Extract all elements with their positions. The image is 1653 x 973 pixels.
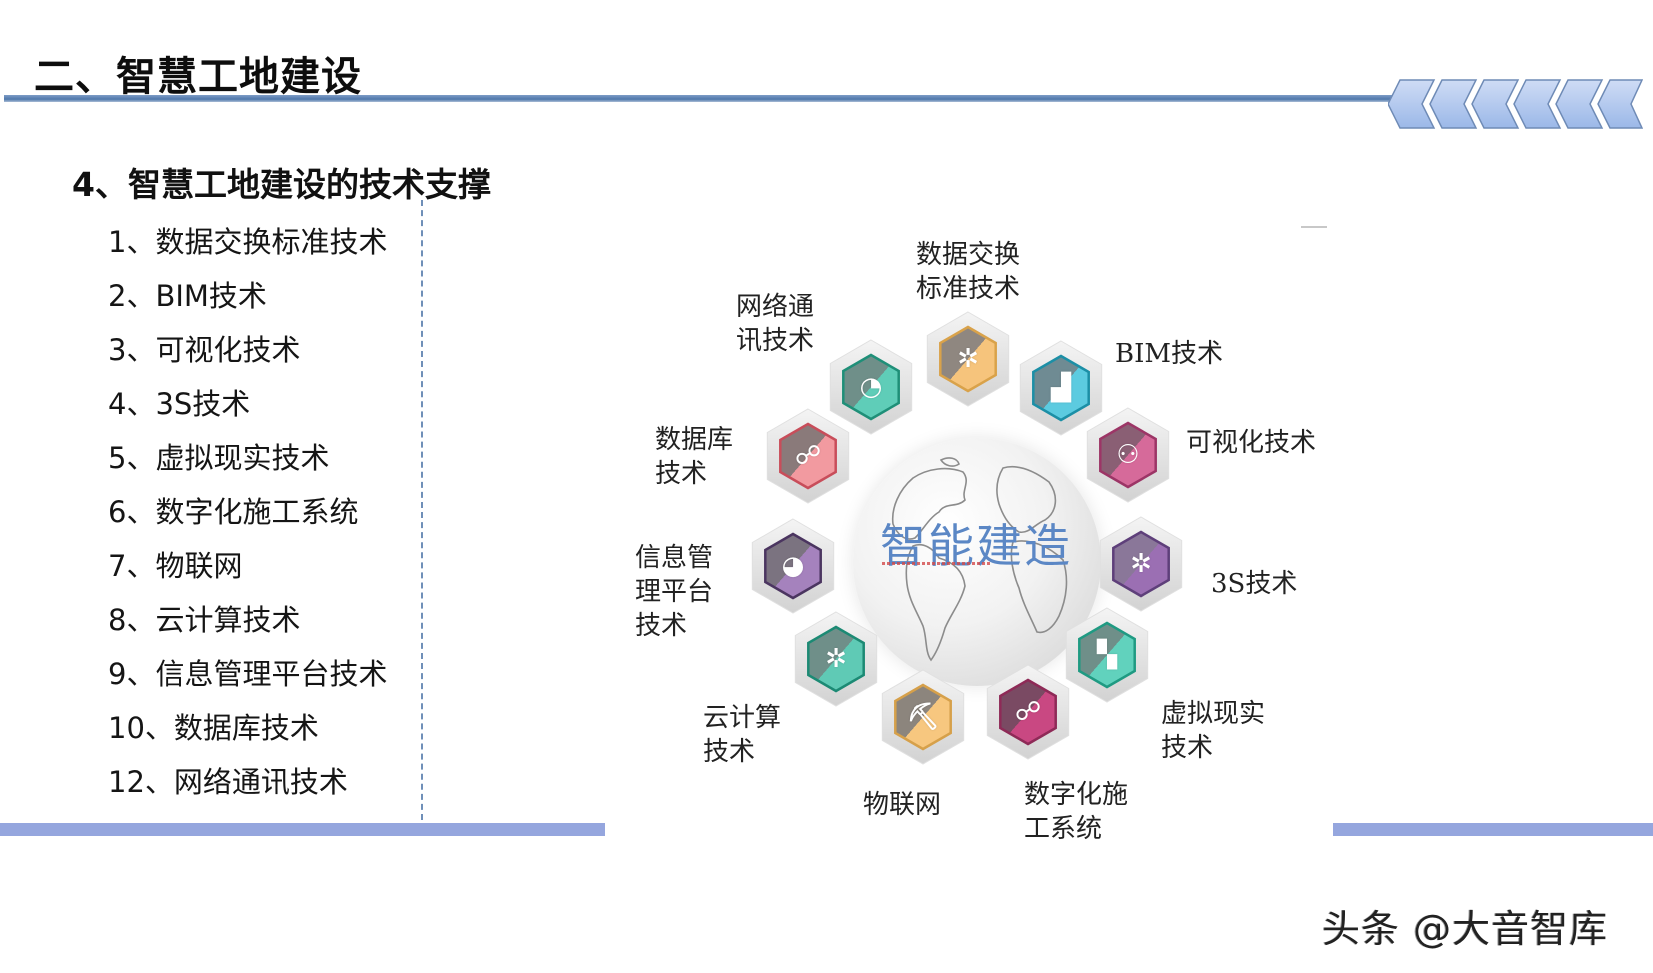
list-item: 4、3S技术 <box>108 387 251 421</box>
bar-growth-icon: ▟ <box>1051 373 1071 403</box>
chevron-arrows-decoration <box>1388 79 1643 129</box>
hex-node-info: ◕ <box>745 518 841 614</box>
worker-icon: ⛏ <box>906 702 940 732</box>
node-label-network: 网络通 讯技术 <box>736 292 815 356</box>
node-label-bim: BIM技术 <box>1115 339 1223 369</box>
list-item: 6、数字化施工系统 <box>108 495 359 529</box>
decorative-dash <box>1301 226 1327 228</box>
hexagon-icon <box>766 408 850 504</box>
hex-node-network: ◔ <box>823 339 919 435</box>
footer-bar-right <box>1333 823 1653 836</box>
node-label-data-exchange: 数据交换 标准技术 <box>916 240 1021 304</box>
footer-bar-left <box>0 823 605 836</box>
hex-node-3s: ✲ <box>1093 516 1189 612</box>
network-icon: ☍ <box>1014 697 1042 727</box>
hex-node-visual: ⚇ <box>1080 407 1176 503</box>
node-label-database: 数据库 技术 <box>655 425 734 489</box>
hexagon-icon <box>751 518 835 614</box>
gear-icon: ✲ <box>825 644 847 674</box>
medal-icon: ⚇ <box>1116 440 1140 470</box>
technology-list: 1、数据交换标准技术 2、BIM技术 3、可视化技术 4、3S技术 5、虚拟现实… <box>108 222 387 816</box>
hex-node-cloud: ✲ <box>788 611 884 707</box>
network-icon: ☍ <box>794 441 822 471</box>
hexagon-icon <box>1065 607 1149 703</box>
list-item: 8、云计算技术 <box>108 603 301 637</box>
list-item: 2、BIM技术 <box>108 279 267 313</box>
list-item: 7、物联网 <box>108 549 243 583</box>
list-item: 3、可视化技术 <box>108 333 301 367</box>
node-label-visual: 可视化技术 <box>1186 428 1317 458</box>
hex-node-vr: ▚ <box>1059 607 1155 703</box>
hexagon-icon <box>794 611 878 707</box>
node-label-info: 信息管 理平台 技术 <box>635 543 714 641</box>
spellcheck-underline <box>882 562 992 565</box>
hex-node-data-exchange: ✲ <box>920 311 1016 407</box>
hexagon-icon <box>1086 407 1170 503</box>
shapes-icon: ▚ <box>1097 640 1117 670</box>
hex-node-iot: ⛏ <box>875 669 971 765</box>
list-item: 1、数据交换标准技术 <box>108 225 388 259</box>
list-item: 5、虚拟现实技术 <box>108 441 330 475</box>
page-title: 二、智慧工地建设 <box>34 54 362 100</box>
hexagon-icon <box>1099 516 1183 612</box>
hex-node-digital: ☍ <box>980 664 1076 760</box>
dashed-divider <box>421 200 423 820</box>
gear-icon: ✲ <box>957 344 979 374</box>
hex-node-bim: ▟ <box>1013 340 1109 436</box>
title-underline <box>4 95 1399 102</box>
node-label-cloud: 云计算 技术 <box>703 703 782 767</box>
watermark: 头条 @大音智库 <box>1322 907 1609 951</box>
center-label: 智能建造 <box>880 519 1072 573</box>
list-item: 9、信息管理平台技术 <box>108 657 388 691</box>
pie-chart-icon: ◔ <box>859 372 883 402</box>
list-item: 12、网络通讯技术 <box>108 765 348 799</box>
hexagon-icon <box>1019 340 1103 436</box>
hexagon-icon <box>926 311 1010 407</box>
section-title: 4、智慧工地建设的技术支撑 <box>72 165 491 204</box>
gear-icon: ✲ <box>1130 549 1152 579</box>
hex-node-database: ☍ <box>760 408 856 504</box>
node-label-digital: 数字化施 工系统 <box>1024 780 1129 844</box>
hexagon-icon <box>986 664 1070 760</box>
world-map-outline-icon <box>891 457 1068 662</box>
list-item: 10、数据库技术 <box>108 711 319 745</box>
node-label-vr: 虚拟现实 技术 <box>1161 699 1266 763</box>
hexagon-icon <box>881 669 965 765</box>
hexagon-icon <box>829 339 913 435</box>
node-label-3s: 3S技术 <box>1211 569 1298 599</box>
node-label-iot: 物联网 <box>863 790 942 820</box>
pie-chart-icon: ◕ <box>781 551 805 581</box>
